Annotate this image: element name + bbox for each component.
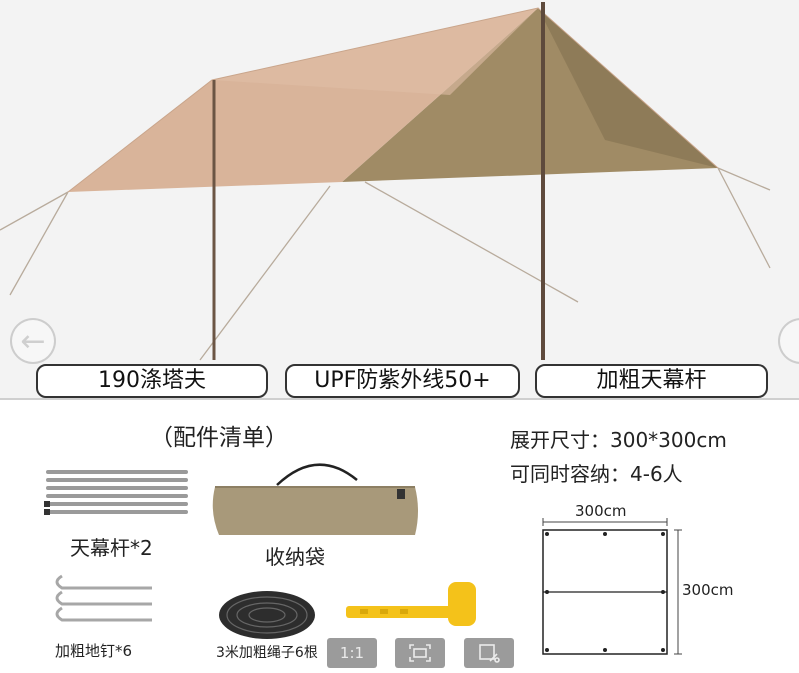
width-dimension-label: 300cm xyxy=(575,502,627,520)
edit-image-icon[interactable] xyxy=(464,638,514,668)
tarp-dimension-diagram xyxy=(542,518,682,655)
height-dimension-label: 300cm xyxy=(682,581,734,599)
actual-size-button[interactable]: 1:1 xyxy=(327,638,377,668)
accessories-title: （配件清单） xyxy=(150,425,288,451)
storage-bag-icon xyxy=(212,463,418,535)
tarp-illustration xyxy=(0,2,771,361)
tent-poles-label: 天幕杆*2 xyxy=(70,536,153,560)
rope-bundle-icon xyxy=(219,591,315,639)
feature-tag-fabric: 190涤塔夫 xyxy=(36,364,268,398)
tent-poles-icon xyxy=(44,470,188,515)
fit-screen-icon[interactable] xyxy=(395,638,445,668)
feature-tag-upf: UPF防紫外线50+ xyxy=(285,364,520,398)
section-divider xyxy=(0,398,799,400)
spec-size: 展开尺寸：300*300cm xyxy=(510,428,727,452)
feature-tag-pole: 加粗天幕杆 xyxy=(535,364,768,398)
left-arrow-icon[interactable]: ← xyxy=(10,318,56,364)
tarp-canopy-photo xyxy=(0,0,799,398)
rope-bundle-label: 3米加粗绳子6根 xyxy=(216,645,318,661)
ground-stakes-label: 加粗地钉*6 xyxy=(55,642,133,660)
plastic-mallet-icon xyxy=(346,582,476,626)
storage-bag-label: 收纳袋 xyxy=(265,545,325,569)
ground-stakes-icon xyxy=(55,574,152,622)
spec-capacity: 可同时容纳：4-6人 xyxy=(510,462,683,486)
